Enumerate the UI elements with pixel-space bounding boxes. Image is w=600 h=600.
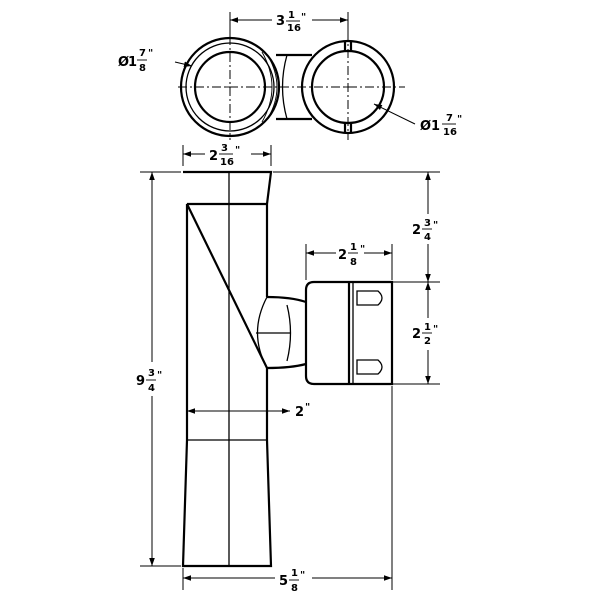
- svg-text:16: 16: [287, 23, 301, 34]
- svg-text:3: 3: [276, 14, 285, 29]
- tube-top-width-label: 2 3 16 ": [209, 143, 240, 168]
- svg-text:2: 2: [412, 223, 421, 238]
- overall-height-label: 9 3 4 ": [136, 368, 162, 394]
- svg-text:9: 9: [136, 374, 145, 389]
- svg-text:8: 8: [350, 257, 357, 268]
- svg-text:4: 4: [424, 232, 431, 243]
- svg-text:16: 16: [443, 127, 457, 138]
- svg-text:": ": [360, 244, 365, 255]
- mount-neck: [256, 295, 307, 370]
- svg-text:": ": [300, 570, 305, 581]
- svg-text:8: 8: [139, 63, 146, 74]
- svg-text:": ": [157, 370, 162, 381]
- svg-text:1: 1: [431, 119, 440, 134]
- svg-text:2: 2: [424, 336, 431, 347]
- svg-text:1: 1: [350, 242, 357, 253]
- svg-text:2: 2: [295, 405, 304, 420]
- svg-text:": ": [148, 48, 153, 59]
- clamp-height-label: 2 1 2 ": [412, 322, 438, 347]
- svg-text:1: 1: [424, 322, 431, 333]
- svg-text:1: 1: [288, 10, 295, 21]
- svg-text:2: 2: [209, 149, 218, 164]
- clamp-block: [304, 280, 394, 386]
- top-spacing-label: 3 1 16 ": [276, 10, 306, 34]
- svg-text:": ": [457, 114, 462, 125]
- svg-text:1: 1: [128, 55, 137, 70]
- svg-text:3: 3: [221, 143, 228, 154]
- svg-text:4: 4: [148, 383, 155, 394]
- svg-text:3: 3: [148, 368, 155, 379]
- svg-text:7: 7: [446, 113, 453, 124]
- svg-text:Ø: Ø: [420, 119, 431, 134]
- svg-text:": ": [301, 12, 306, 23]
- svg-text:7: 7: [139, 48, 146, 59]
- left-diameter-label: Ø 1 7 8 ": [118, 48, 153, 74]
- svg-text:": ": [433, 220, 438, 231]
- overall-width-label: 5 1 8 ": [279, 568, 305, 594]
- svg-text:2: 2: [412, 327, 421, 342]
- svg-text:2: 2: [338, 248, 347, 263]
- rod-tube: [181, 170, 273, 568]
- right-diameter-label: Ø 1 7 16 ": [420, 113, 462, 138]
- svg-text:5: 5: [279, 574, 288, 589]
- upper-height-label: 2 3 4 ": [412, 218, 438, 243]
- svg-text:3: 3: [424, 218, 431, 229]
- svg-text:1: 1: [291, 568, 298, 579]
- svg-text:8: 8: [291, 583, 298, 594]
- svg-text:Ø: Ø: [118, 55, 129, 70]
- svg-text:": ": [235, 145, 240, 156]
- top-view: 3 1 16 " Ø 1 7 8 " Ø 1 7 16 ": [118, 10, 462, 140]
- svg-text:": ": [433, 324, 438, 335]
- side-view: 2 3 16 " 2 1 8 " 2 3 4 ": [136, 143, 440, 594]
- svg-text:": ": [305, 402, 310, 413]
- svg-text:16: 16: [220, 157, 234, 168]
- mid-offset-label: 2 ": [295, 402, 310, 420]
- clamp-width-label: 2 1 8 ": [338, 242, 365, 268]
